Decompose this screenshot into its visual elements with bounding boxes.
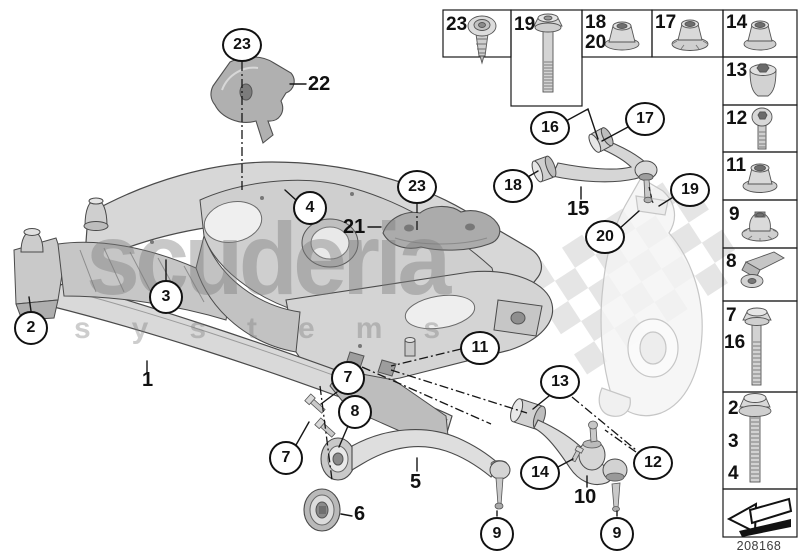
callout-13[interactable]: 13: [540, 365, 580, 399]
stud-alignment-dash: [648, 186, 654, 204]
flange-nut-icon: [604, 21, 640, 51]
label-21: 21: [343, 216, 366, 238]
legend-label-13: 13: [726, 60, 748, 81]
callout-7-lower[interactable]: 7: [269, 441, 303, 475]
loose-bolts-drawing: [304, 393, 584, 463]
tension-strut-drawing: [320, 429, 511, 510]
callout-23-heat-shield-lower[interactable]: 23: [397, 170, 437, 204]
hex-flange-bolt-icon: [742, 307, 772, 386]
nut-with-lock-washer-icon: [671, 19, 709, 51]
label-22: 22: [308, 73, 331, 95]
callout-11[interactable]: 11: [460, 331, 500, 365]
legend-label-12: 12: [726, 108, 748, 129]
legend-label-11: 11: [726, 155, 747, 176]
label-10: 10: [574, 486, 597, 508]
callout-14[interactable]: 14: [520, 456, 560, 490]
hex-bolt-long-icon: [533, 13, 563, 93]
legend-label-23: 23: [446, 14, 468, 35]
direction-arrow-icon: [726, 497, 793, 537]
callout-16[interactable]: 16: [530, 111, 570, 145]
legend-label-2: 2: [728, 398, 739, 419]
self-locking-nut-icon: [741, 211, 779, 242]
callout-7-upper[interactable]: 7: [331, 361, 365, 395]
expanding-rivet-icon: [467, 15, 497, 65]
socket-head-screw-icon: [751, 107, 773, 150]
heat-shield-lower-drawing: [382, 205, 501, 251]
legend-label-18: 18: [585, 12, 607, 33]
flange-nut-icon: [743, 20, 777, 51]
retaining-clip-icon: [740, 251, 785, 288]
legend-label-16: 16: [724, 332, 746, 353]
heat-shield-upper-drawing: [210, 56, 295, 144]
legend-label-19: 19: [514, 14, 536, 35]
legend-label-8: 8: [726, 251, 737, 272]
callout-9-strut[interactable]: 9: [480, 517, 514, 551]
legend-boxes: [442, 9, 798, 538]
callout-3[interactable]: 3: [149, 280, 183, 314]
legend-label-3: 3: [728, 431, 739, 452]
barrel-nut-icon: [749, 63, 777, 97]
callout-8[interactable]: 8: [338, 395, 372, 429]
callout-2[interactable]: 2: [14, 311, 48, 345]
steering-knuckle-ghost: [598, 177, 703, 417]
label-5: 5: [410, 471, 422, 493]
legend-label-14: 14: [726, 12, 748, 33]
callout-4[interactable]: 4: [293, 191, 327, 225]
legend-label-4: 4: [728, 463, 739, 484]
callout-20[interactable]: 20: [585, 220, 625, 254]
leader-lines-solid: [28, 83, 676, 517]
label-15: 15: [567, 198, 590, 220]
label-1: 1: [142, 369, 154, 391]
legend-label-7: 7: [726, 305, 737, 326]
callout-17[interactable]: 17: [625, 102, 665, 136]
leader-lines-dash-dot: [241, 62, 637, 481]
legend-label-20: 20: [585, 32, 607, 53]
legend-label-9: 9: [729, 204, 740, 225]
upper-control-arm-drawing: [531, 127, 658, 204]
legend-label-17: 17: [655, 12, 677, 33]
rubber-bushing-drawing: [303, 488, 341, 532]
callout-9-wishbone[interactable]: 9: [600, 517, 634, 551]
flange-nut-icon: [742, 163, 778, 193]
label-6: 6: [354, 503, 366, 525]
legend-box-19[interactable]: [510, 9, 583, 107]
drawing-number: 208168: [736, 539, 782, 553]
callout-19[interactable]: 19: [670, 173, 710, 207]
legend-box-arrow[interactable]: [722, 488, 798, 538]
front-axle-carrier-drawing: [13, 161, 554, 437]
callout-12[interactable]: 12: [633, 446, 673, 480]
callout-23-heat-shield-upper[interactable]: 23: [222, 28, 262, 62]
callout-18[interactable]: 18: [493, 169, 533, 203]
hex-bolt-with-washer-icon: [738, 393, 772, 483]
